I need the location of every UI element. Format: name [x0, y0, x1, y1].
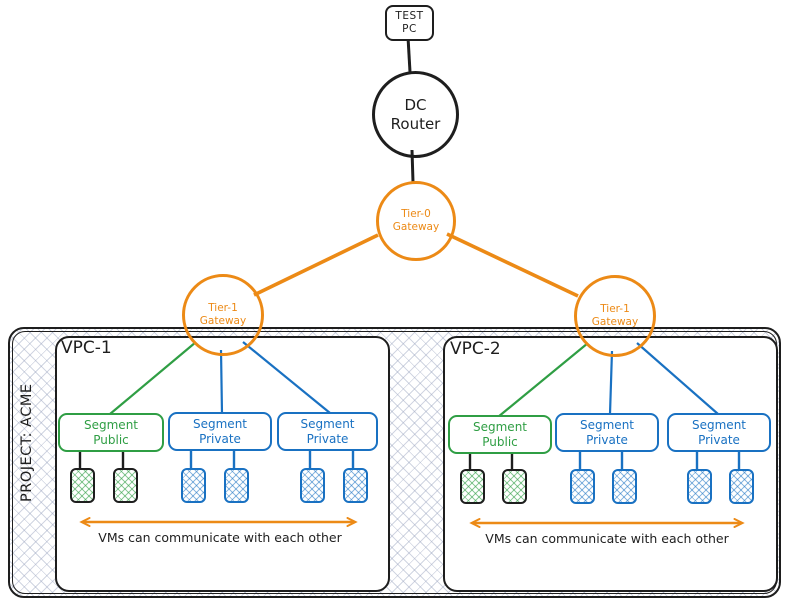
project-label: PROJECT: ACME: [18, 383, 35, 503]
vpc1-note: VMs can communicate with each other: [98, 530, 342, 545]
vpc1-box: [55, 336, 390, 592]
vpc1-segment-public: Segment Public: [58, 413, 164, 452]
vpc1-segment-private2-label: Segment Private: [300, 416, 355, 446]
vpc1-public-vm1: [70, 468, 95, 503]
vpc2-segment-private1: Segment Private: [555, 413, 659, 452]
vpc2-private2-vm2: [729, 469, 754, 504]
vpc1-segment-private2: Segment Private: [277, 412, 378, 451]
link-testpc-router: [406, 36, 412, 73]
vpc2-label: VPC-2: [450, 339, 501, 359]
vpc2-note: VMs can communicate with each other: [485, 531, 729, 546]
vpc2-private1-vm2: [612, 469, 637, 504]
vpc2-box: [443, 336, 778, 592]
tier1-gateway-right-label: Tier-1 Gateway: [591, 302, 639, 328]
tier1-gateway-left-label: Tier-1 Gateway: [199, 301, 247, 327]
vpc1-label: VPC-1: [61, 338, 112, 358]
vpc2-segment-private2: Segment Private: [667, 413, 771, 452]
vpc2-public-vm2: [502, 469, 527, 504]
dc-router-label: DC Router: [390, 95, 441, 133]
vpc1-private2-vm1: [300, 468, 325, 503]
tier0-gateway-node: Tier-0 Gateway: [376, 181, 456, 261]
vpc1-segment-public-label: Segment Public: [84, 417, 138, 447]
test-pc-node: TEST PC: [385, 5, 434, 41]
vpc2-segment-public-label: Segment Public: [473, 419, 527, 449]
vpc1-public-vm2: [113, 468, 138, 503]
vpc1-private1-vm2: [224, 468, 249, 503]
vpc1-private1-vm1: [181, 468, 206, 503]
link-tier0-tier1-left: [253, 233, 379, 297]
link-tier0-tier1-right: [446, 232, 579, 298]
vpc2-public-vm1: [460, 469, 485, 504]
dc-router-node: DC Router: [372, 71, 459, 158]
tier1-gateway-right-node: Tier-1 Gateway: [574, 275, 656, 357]
vpc2-segment-private1-label: Segment Private: [580, 417, 634, 447]
test-pc-label: TEST PC: [395, 9, 424, 35]
tier0-gateway-label: Tier-0 Gateway: [392, 207, 440, 233]
vpc2-private1-vm1: [570, 469, 595, 504]
vpc1-private2-vm2: [343, 468, 368, 503]
vpc1-segment-private1: Segment Private: [168, 412, 272, 451]
vpc2-segment-public: Segment Public: [448, 415, 552, 454]
vpc2-segment-private2-label: Segment Private: [692, 417, 746, 447]
vpc2-private2-vm1: [687, 469, 712, 504]
vpc1-segment-private1-label: Segment Private: [193, 416, 247, 446]
tier1-gateway-left-node: Tier-1 Gateway: [182, 274, 264, 356]
